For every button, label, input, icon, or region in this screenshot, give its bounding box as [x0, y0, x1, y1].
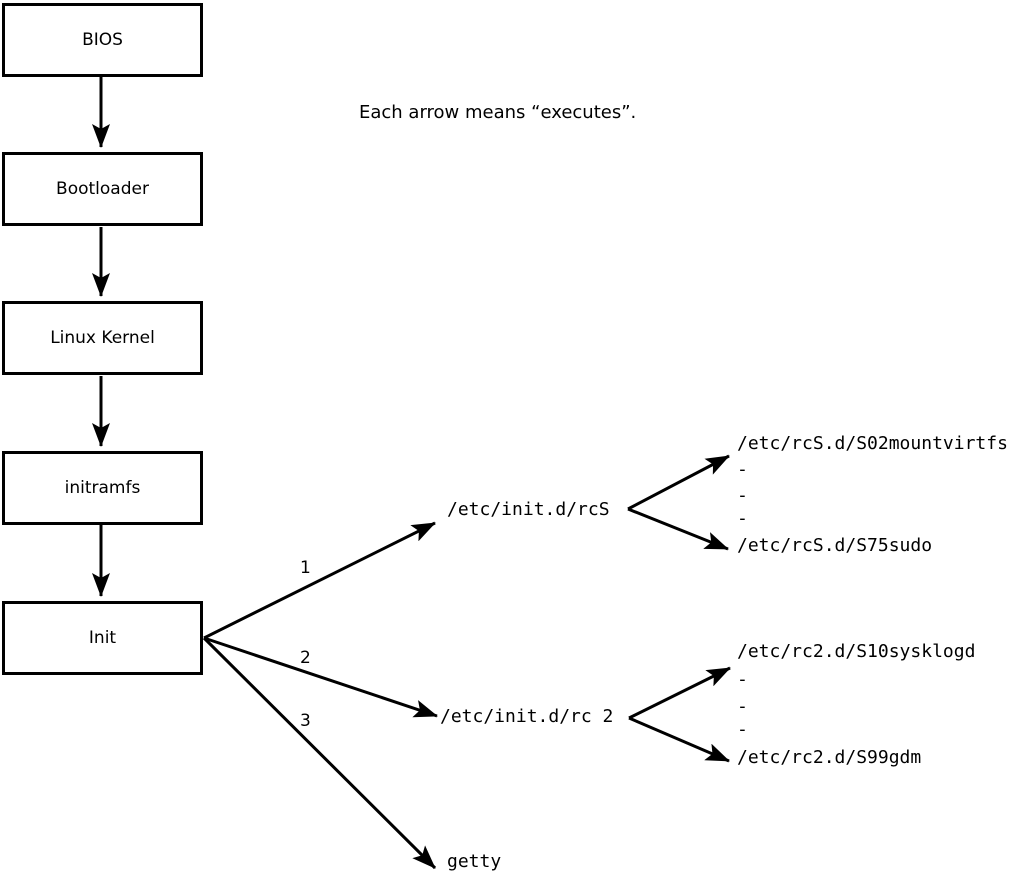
arrow-rc2-to-s10sysklogd [628, 666, 731, 720]
box-bios-label: BIOS [82, 30, 123, 50]
box-linux-kernel-label: Linux Kernel [50, 328, 155, 348]
branch-order-3: 3 [300, 711, 311, 731]
rcS-script-s02mountvirtfs: /etc/rcS.d/S02mountvirtfs [737, 433, 1008, 454]
rcS-script-s75sudo: /etc/rcS.d/S75sudo [737, 535, 933, 556]
box-init: Init [2, 601, 203, 675]
target-rc2: /etc/init.d/rc 2 [440, 706, 614, 727]
note-arrow-meaning: Each arrow means “executes”. [359, 102, 637, 123]
box-linux-kernel: Linux Kernel [2, 301, 203, 375]
rc2-script-dash-1: - [737, 669, 748, 690]
box-initramfs: initramfs [2, 451, 203, 525]
rc2-script-dash-2: - [737, 696, 748, 717]
arrow-init-to-getty [202, 636, 437, 870]
arrow-rcS-to-s75sudo [627, 507, 729, 551]
box-bios: BIOS [2, 3, 203, 77]
arrow-init-to-rc2 [203, 636, 438, 718]
box-init-label: Init [88, 628, 117, 648]
target-getty: getty [447, 851, 502, 872]
rcS-script-dash-1: - [737, 459, 748, 480]
rc2-script-s10sysklogd: /etc/rc2.d/S10sysklogd [737, 641, 976, 662]
branch-order-1: 1 [300, 558, 311, 578]
rcS-script-dash-3: - [737, 508, 748, 529]
target-rcS: /etc/init.d/rcS [447, 499, 610, 520]
arrow-init-to-rcS [203, 521, 436, 640]
box-initramfs-label: initramfs [64, 478, 141, 498]
arrow-rcS-to-s02mountvirtfs [627, 454, 730, 511]
rc2-script-dash-3: - [737, 719, 748, 740]
rcS-script-dash-2: - [737, 485, 748, 506]
arrow-rc2-to-s99gdm [628, 716, 730, 763]
box-bootloader-label: Bootloader [56, 179, 149, 199]
rc2-script-s99gdm: /etc/rc2.d/S99gdm [737, 747, 922, 768]
box-bootloader: Bootloader [2, 152, 203, 226]
branch-order-2: 2 [300, 648, 311, 668]
